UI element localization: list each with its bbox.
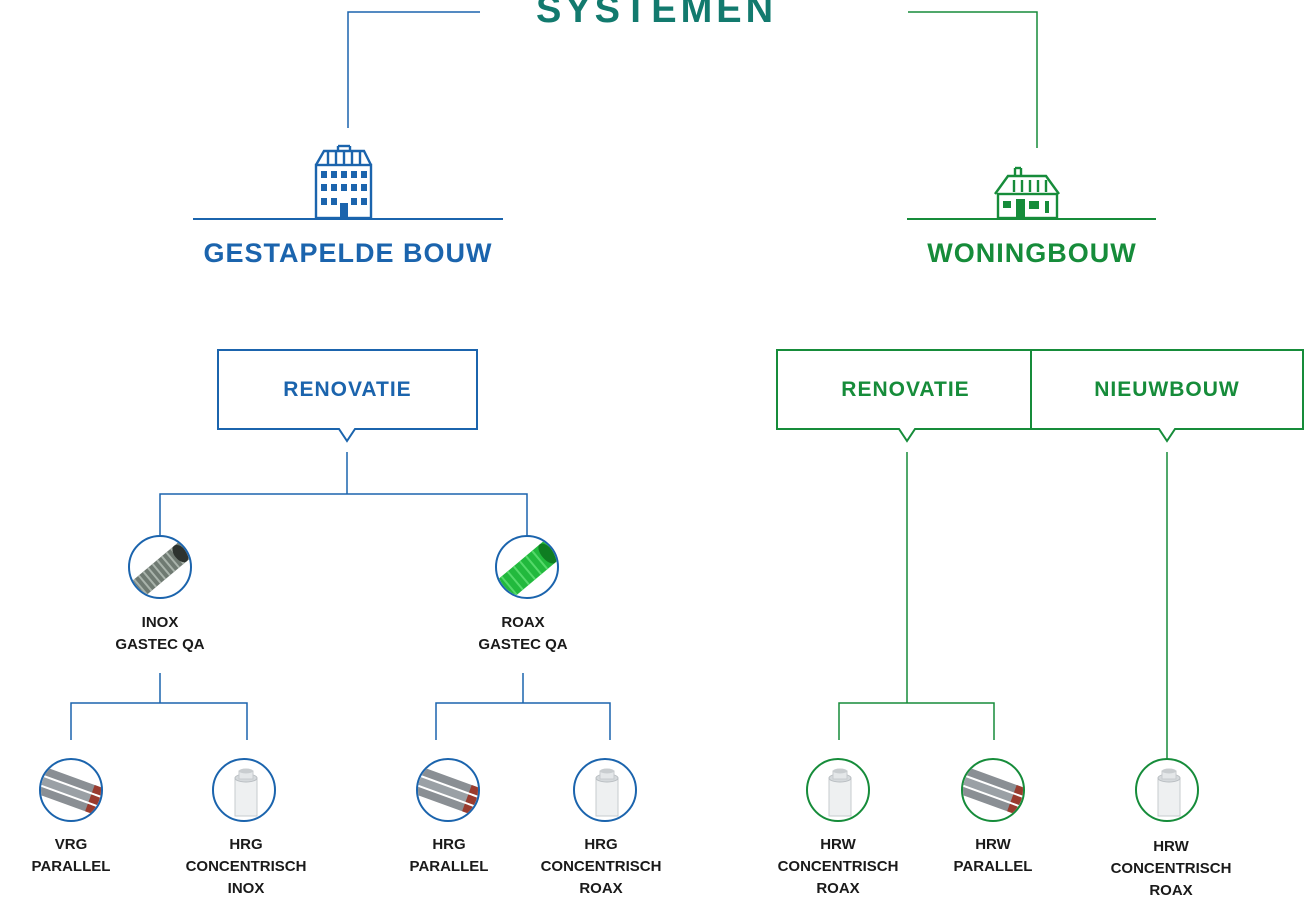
concentric-pipe-icon xyxy=(573,758,637,822)
parallel-pipes-icon xyxy=(961,758,1025,822)
parallel-pipes-icon xyxy=(39,758,103,822)
concentric-pipe-icon xyxy=(1135,758,1199,822)
concentric-pipe-icon xyxy=(806,758,870,822)
parallel-pipes-icon xyxy=(416,758,480,822)
category-gestapelde-bouw: GESTAPELDE BOUW xyxy=(203,238,493,268)
concentric-pipe-icon xyxy=(212,758,276,822)
green-flexible-pipe-icon xyxy=(495,535,559,599)
box-nieuwbouw: NIEUWBOUW xyxy=(1094,378,1240,401)
house-icon xyxy=(994,166,1060,220)
box-renovatie-woning: RENOVATIE xyxy=(841,378,970,401)
stainless-flexible-pipe-icon xyxy=(128,535,192,599)
category-woningbouw: WONINGBOUW xyxy=(927,238,1137,268)
box-renovatie-gestapeld: RENOVATIE xyxy=(283,378,412,401)
page-title: SYSTEMEN xyxy=(535,0,778,31)
apartment-building-icon xyxy=(314,144,373,220)
